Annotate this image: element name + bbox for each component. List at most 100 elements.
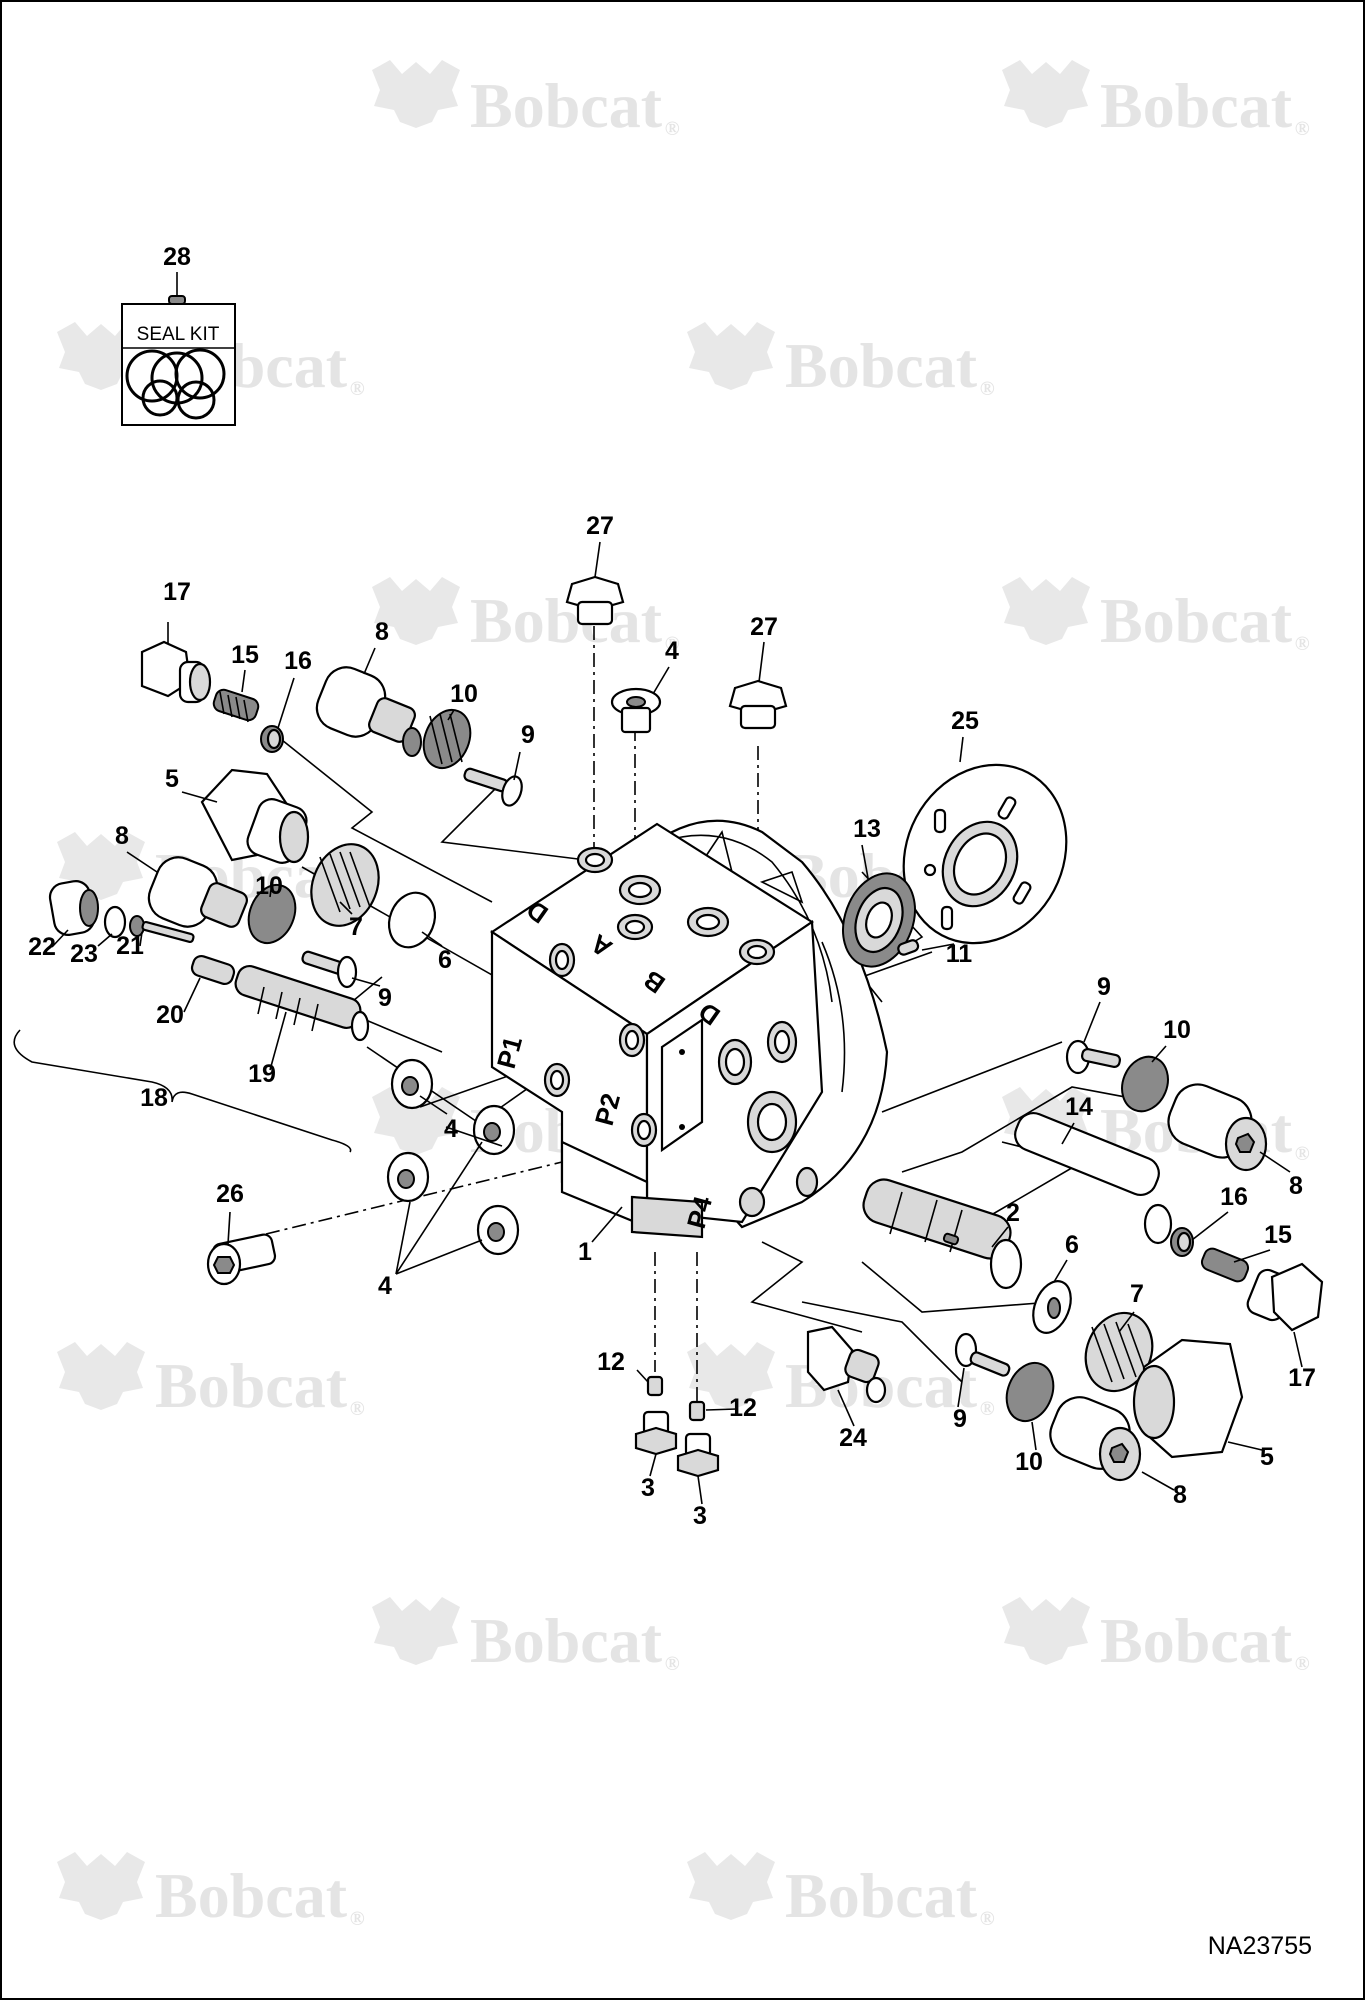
poppet-part-9-right-upper	[1065, 1039, 1122, 1075]
watermark-registered-mark: ®	[350, 1398, 365, 1420]
leader-lines	[51, 541, 1303, 1505]
assembly-bracket-part-18	[13, 1029, 352, 1153]
spring-part-15-right	[1200, 1247, 1250, 1283]
plug-part-4-b	[472, 1104, 516, 1156]
pin-part-14	[1014, 1112, 1173, 1245]
plug-part-12-left	[646, 1375, 664, 1397]
callout-c4b: 4	[444, 1115, 458, 1143]
svg-text:Bobcat: Bobcat	[470, 1605, 663, 1676]
o-ring-part-23	[103, 905, 127, 939]
sleeve-part-8-left	[147, 856, 248, 928]
plug-part-4-top	[610, 687, 662, 734]
callout-c22: 22	[28, 933, 56, 961]
callout-c4c: 4	[378, 1272, 392, 1300]
callout-c17b: 17	[1288, 1364, 1316, 1392]
svg-text:Bobcat: Bobcat	[155, 1350, 348, 1421]
spool-part-2	[862, 1178, 1023, 1290]
callout-c17a: 17	[163, 578, 191, 606]
plug-part-22	[48, 880, 99, 936]
seal-kit-o-rings	[125, 348, 226, 420]
valve-body: D A B D P1 P2 P4	[489, 819, 889, 1239]
callout-c10b: 10	[255, 872, 283, 900]
callout-c7b: 7	[1130, 1280, 1144, 1308]
bobcat-logo-watermark: Bobcat®	[1002, 1597, 1310, 1676]
svg-text:Bobcat: Bobcat	[1100, 70, 1293, 141]
bobcat-logo-watermark: Bobcat®	[372, 60, 680, 141]
plug-part-4-d	[476, 1204, 520, 1256]
poppet-part-9-right-lower	[954, 1332, 1011, 1377]
callout-c12b: 12	[729, 1394, 757, 1422]
relief-cap-part-5-left	[200, 768, 310, 864]
plug-part-27-left	[565, 575, 625, 626]
callout-c16a: 16	[284, 647, 312, 675]
cam-plate-part-25	[902, 763, 1068, 945]
bobcat-logo-watermark: Bobcat®	[57, 1852, 365, 1931]
callout-c15b: 15	[1264, 1221, 1292, 1249]
callout-c8c: 8	[1289, 1172, 1303, 1200]
callout-c9d: 9	[953, 1405, 967, 1433]
callout-c16b: 16	[1220, 1183, 1248, 1211]
bearing-part-13	[842, 872, 916, 968]
drawing-id: NA23755	[1208, 1932, 1312, 1960]
disc-part-16-upper	[260, 725, 284, 753]
callout-c27a: 27	[586, 512, 614, 540]
plug-part-4-a	[390, 1058, 434, 1110]
callout-c12a: 12	[597, 1348, 625, 1376]
spring-part-10-right-lower	[1005, 1361, 1055, 1423]
fitting-part-3-left	[634, 1410, 678, 1456]
callout-c14: 14	[1065, 1093, 1093, 1121]
watermark-registered-mark: ®	[980, 378, 995, 400]
watermark-registered-mark: ®	[980, 1908, 995, 1930]
fitting-part-3-right	[676, 1432, 720, 1478]
poppet-part-9-left	[301, 950, 358, 989]
spring-part-7-right	[1084, 1311, 1154, 1393]
watermark-registered-mark: ®	[980, 1398, 995, 1420]
bobcat-logo-watermark: Bobcat®	[372, 577, 680, 656]
spring-part-10-left	[247, 883, 297, 945]
pin-part-11	[897, 939, 920, 956]
callout-c25: 25	[951, 707, 979, 735]
svg-text:Bobcat: Bobcat	[785, 1860, 978, 1931]
callout-c26: 26	[216, 1180, 244, 1208]
callout-c3a: 3	[641, 1474, 655, 1502]
sleeve-part-8-upper	[315, 666, 422, 757]
seal-kit-inset: SEAL KIT	[121, 272, 236, 426]
bobcat-logo-watermark: Bobcat®	[687, 1852, 995, 1931]
callout-c24: 24	[839, 1424, 867, 1452]
bolt-part-26	[206, 1233, 277, 1286]
callout-c10a: 10	[450, 680, 478, 708]
watermark-registered-mark: ®	[1295, 118, 1310, 140]
plug-part-4-c	[386, 1151, 430, 1203]
bobcat-logo-watermark: Bobcat®	[1002, 60, 1310, 141]
callout-c19: 19	[248, 1060, 276, 1088]
callout-c27b: 27	[750, 613, 778, 641]
callout-c6a: 6	[438, 946, 452, 974]
valve-ports-side	[543, 942, 819, 1218]
callout-c8a: 8	[375, 618, 389, 646]
callout-c23: 23	[70, 940, 98, 968]
plug-part-12-right	[688, 1400, 706, 1422]
watermark-registered-mark: ®	[1295, 1653, 1310, 1675]
disc-part-6-left	[387, 891, 437, 949]
callout-c20: 20	[156, 1001, 184, 1029]
spring-part-15-upper	[212, 688, 260, 723]
callout-c18: 18	[140, 1084, 168, 1112]
callout-c7a: 7	[349, 913, 363, 941]
callout-c4a: 4	[665, 637, 679, 665]
spring-part-10-upper	[422, 708, 472, 770]
relief-cap-part-17-upper	[140, 640, 212, 704]
callout-c8b: 8	[115, 822, 129, 850]
disc-part-6-right	[1032, 1280, 1072, 1334]
callout-c3b: 3	[693, 1502, 707, 1530]
relief-cap-part-17-lower	[1246, 1262, 1324, 1332]
callout-c15a: 15	[231, 641, 259, 669]
callout-c1: 1	[578, 1238, 592, 1266]
poppet-part-9-upper	[463, 767, 523, 807]
callout-c5b: 5	[1260, 1443, 1274, 1471]
callout-c6b: 6	[1065, 1231, 1079, 1259]
bobcat-logo-watermark: Bobcat®	[57, 1342, 365, 1421]
callout-c8d: 8	[1173, 1481, 1187, 1509]
spring-part-20	[190, 954, 236, 986]
